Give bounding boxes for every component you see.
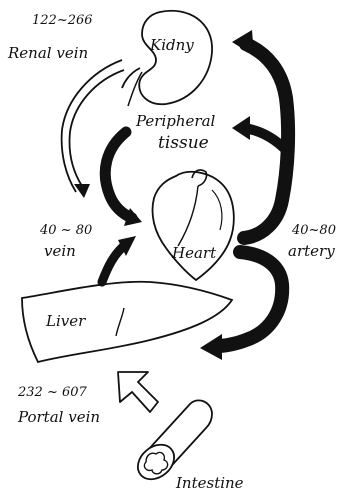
vein-value: 40 ~ 80 (39, 223, 92, 238)
artery-arrows (232, 30, 288, 238)
renal-vein-arrow (62, 60, 124, 198)
kidney-organ (122, 11, 212, 106)
kidney-label: Kidny (149, 36, 194, 54)
peripheral-label-line1: Peripheral (135, 112, 216, 130)
portal-vein-arrow (118, 372, 158, 412)
peripheral-label-line2: tissue (158, 133, 209, 153)
vein-label: vein (44, 242, 76, 260)
renal-vein-value: 122~266 (32, 13, 93, 28)
renal-vein-label: Renal vein (7, 44, 88, 62)
vein-arrow (105, 132, 142, 226)
artery-value: 40~80 (291, 223, 336, 238)
portal-vein-value: 232 ~ 607 (17, 385, 88, 400)
portal-vein-label: Portal vein (17, 408, 100, 426)
heart-organ (153, 170, 234, 280)
heart-label: Heart (171, 244, 217, 262)
intestine-label: Intestine (175, 474, 244, 492)
artery-label: artery (288, 242, 335, 260)
hepatic-vein-arrow (102, 236, 136, 282)
liver-label: Liver (45, 312, 86, 330)
